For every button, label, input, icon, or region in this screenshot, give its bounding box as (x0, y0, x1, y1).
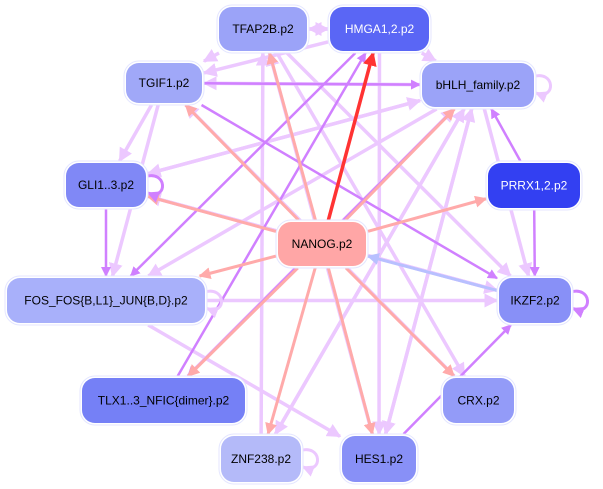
edge-tfap2b-to-tgif1 (202, 49, 220, 63)
edge-tgif1-to-bhlh (203, 79, 421, 90)
edge-nanog-to-tgif1 (184, 103, 300, 222)
node-label: HMGA1,2.p2 (345, 22, 415, 36)
node-label: PRRX1,2.p2 (501, 179, 568, 193)
node-label: GLI1..3.p2 (78, 178, 134, 192)
node-label: ZNF238.p2 (231, 452, 291, 466)
self-loops-layer (143, 74, 589, 477)
node-tgif1[interactable]: TGIF1.p2 (123, 60, 205, 106)
self-loop-fos (202, 289, 223, 319)
self-loop-ikzf2 (568, 289, 589, 319)
node-ikzf2[interactable]: IKZF2.p2 (496, 275, 574, 326)
node-label: IKZF2.p2 (510, 294, 560, 308)
edge-prrx12-to-bhlh (490, 108, 522, 162)
node-hmga12[interactable]: HMGA1,2.p2 (327, 4, 432, 54)
node-box (278, 222, 366, 266)
node-label: bHLH_family.p2 (436, 78, 521, 92)
node-label: TGIF1.p2 (139, 76, 190, 90)
node-box (7, 278, 205, 323)
self-loop-znf238 (298, 448, 319, 477)
node-label: NANOG.p2 (292, 237, 353, 251)
node-box (330, 7, 429, 51)
edge-nanog-to-hmga12 (326, 51, 377, 221)
node-box (221, 436, 301, 482)
node-tlx13[interactable]: TLX1..3_NFIC{dimer}.p2 (79, 375, 248, 426)
node-box (219, 7, 307, 51)
node-box (443, 378, 514, 423)
node-tfap2b[interactable]: TFAP2B.p2 (216, 4, 310, 54)
node-box (499, 278, 571, 323)
edges-layer (101, 22, 540, 438)
self-loop-bhlh (531, 74, 552, 103)
edge-tgif1-to-gli13 (118, 104, 154, 163)
node-box (126, 63, 202, 103)
node-box (342, 436, 416, 482)
edge-nanog-to-fos (198, 254, 277, 280)
edge-tgif1-to-ikzf2 (200, 103, 498, 280)
node-label: CRX.p2 (457, 394, 499, 408)
node-fos[interactable]: FOS_FOS{B,L1}_JUN{B,D}.p2 (4, 275, 208, 326)
edge-tfap2b-to-crx (275, 52, 466, 378)
edge-znf238-to-bhlh (273, 107, 466, 435)
node-hes1[interactable]: HES1.p2 (339, 433, 419, 485)
node-box (488, 163, 580, 208)
node-crx[interactable]: CRX.p2 (440, 375, 517, 426)
edge-nanog-to-tlx13 (187, 266, 299, 378)
edge-nanog-to-tfap2b (266, 51, 317, 221)
edge-nanog-to-bhlh (344, 107, 456, 222)
edge-nanog-to-hes1 (326, 267, 376, 436)
node-label: FOS_FOS{B,L1}_JUN{B,D}.p2 (24, 294, 188, 308)
edge-znf238-to-tfap2b (255, 51, 270, 435)
node-nanog[interactable]: NANOG.p2 (275, 219, 369, 269)
edge-tlx13-to-hmga12 (176, 52, 367, 377)
edge-nanog-to-gli13 (146, 193, 277, 233)
edge-nanog-to-znf238 (265, 267, 317, 436)
edge-nanog-to-crx (344, 266, 456, 378)
node-box (66, 163, 146, 207)
node-box (82, 378, 245, 423)
edge-hmga12-to-bhlh (420, 48, 438, 63)
edge-prrx12-to-ikzf2 (529, 209, 540, 277)
node-label: TFAP2B.p2 (232, 22, 294, 36)
node-bhlh[interactable]: bHLH_family.p2 (419, 60, 537, 110)
node-label: HES1.p2 (355, 452, 403, 466)
node-prrx12[interactable]: PRRX1,2.p2 (485, 160, 583, 211)
node-label: TLX1..3_NFIC{dimer}.p2 (98, 394, 230, 408)
edge-nanog-to-prrx12 (367, 195, 488, 233)
node-znf238[interactable]: ZNF238.p2 (218, 433, 304, 485)
edge-ikzf2-to-nanog (366, 253, 498, 292)
node-box (422, 63, 534, 107)
edge-fos-to-hes1 (147, 323, 342, 438)
edge-gli13-to-bhlh (147, 97, 422, 176)
node-gli13[interactable]: GLI1..3.p2 (63, 160, 149, 210)
self-loop-gli13 (143, 174, 164, 203)
edge-bhlh-to-fos (147, 107, 438, 278)
